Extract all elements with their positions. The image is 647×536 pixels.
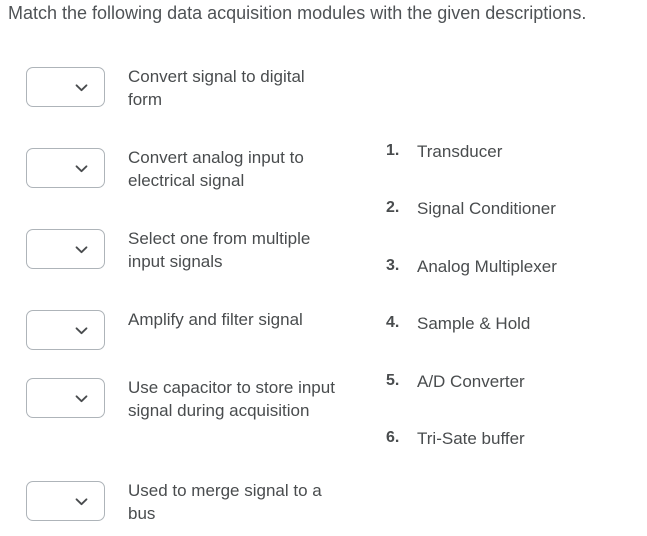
chevron-down-icon xyxy=(75,246,88,254)
match-select-2[interactable] xyxy=(26,148,105,188)
option-number: 4. xyxy=(386,314,400,331)
option-label: A/D Converter xyxy=(417,372,525,391)
match-select-4[interactable] xyxy=(26,310,105,350)
option-number: 3. xyxy=(386,257,400,274)
chevron-down-icon xyxy=(75,84,88,92)
option-number: 5. xyxy=(386,372,400,389)
option-label: Transducer xyxy=(417,142,503,161)
option-label: Sample & Hold xyxy=(417,314,531,333)
match-description: Convert analog input to electrical signa… xyxy=(128,148,304,190)
chevron-down-icon xyxy=(75,327,88,335)
match-select-1[interactable] xyxy=(26,67,105,107)
match-select-3[interactable] xyxy=(26,229,105,269)
option-label: Tri-Sate buffer xyxy=(417,429,525,448)
option-number: 1. xyxy=(386,142,400,159)
match-description: Used to merge signal to a bus xyxy=(128,481,322,523)
option-label: Signal Conditioner xyxy=(417,199,556,218)
option-label: Analog Multiplexer xyxy=(417,257,557,276)
match-description: Select one from multiple input signals xyxy=(128,229,311,271)
chevron-down-icon xyxy=(75,395,88,403)
option-number: 6. xyxy=(386,429,400,446)
match-select-6[interactable] xyxy=(26,481,105,521)
chevron-down-icon xyxy=(75,165,88,173)
match-select-5[interactable] xyxy=(26,378,105,418)
option-number: 2. xyxy=(386,199,400,216)
question-prompt: Match the following data acquisition mod… xyxy=(8,3,587,23)
match-description: Use capacitor to store input signal duri… xyxy=(128,378,335,420)
chevron-down-icon xyxy=(75,498,88,506)
match-description: Convert signal to digital form xyxy=(128,67,305,109)
match-description: Amplify and filter signal xyxy=(128,310,303,329)
